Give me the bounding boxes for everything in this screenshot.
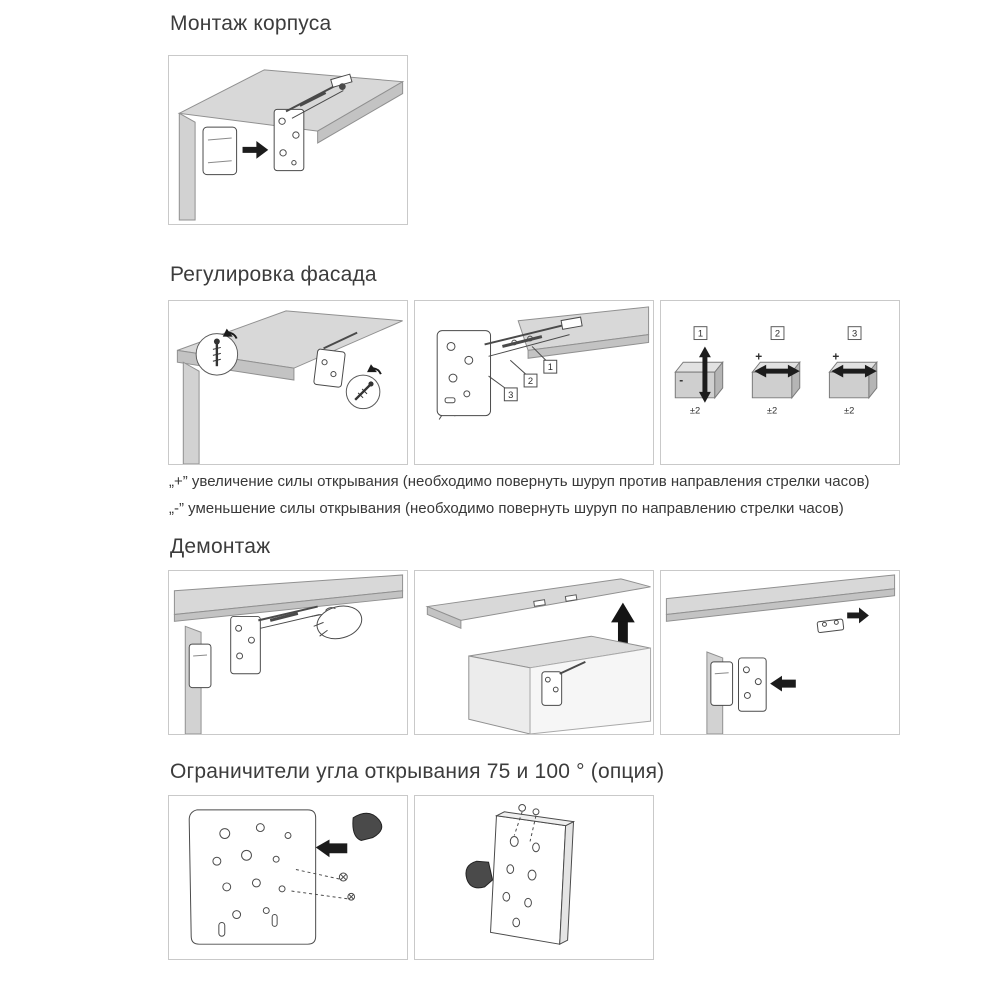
- rotate-arrow-icon: [222, 328, 238, 340]
- callout-2-label: 2: [528, 376, 533, 386]
- callout-1: 1: [531, 346, 558, 374]
- demount-step3-panel: [660, 570, 900, 735]
- left-arrow-icon: [770, 675, 796, 692]
- adjuster-3: 3 + ±2: [828, 326, 878, 416]
- vertical-double-arrow-icon: [698, 346, 711, 403]
- mounting-plate-front: [188, 809, 317, 945]
- adjuster-1-number: 1: [698, 329, 703, 339]
- up-arrow-icon: [611, 602, 635, 648]
- callout-1-label: 1: [548, 362, 553, 372]
- limiter-iso-illustration: [465, 804, 576, 946]
- section-title-mount: Монтаж корпуса: [170, 12, 332, 35]
- limiter-screws: [289, 868, 356, 901]
- top-fitting: [816, 618, 845, 634]
- screw-detail-circle-left: [195, 333, 239, 376]
- cover-cap: [202, 126, 238, 176]
- mount-illustration: [177, 69, 405, 221]
- cover-cap: [710, 661, 734, 706]
- note-increase-force: „+” увеличение силы открывания (необходи…: [169, 473, 870, 490]
- callout-3-label: 3: [508, 390, 513, 400]
- limiter-front-illustration: [188, 809, 383, 945]
- lift-mechanism: [738, 657, 767, 712]
- cabinet-top-panel: [173, 574, 404, 622]
- adjust-notes: „+” увеличение силы открывания (необходи…: [169, 468, 870, 522]
- adjust-step1-panel: [168, 300, 408, 465]
- limiter-step2-panel: [414, 795, 654, 960]
- adjuster-2: 2 + ±2: [751, 326, 801, 416]
- limiter-screws: [513, 804, 540, 842]
- demount-step1-panel: [168, 570, 408, 735]
- adjust-overview-illustration: [176, 310, 403, 464]
- right-arrow-icon: [847, 607, 869, 624]
- adjuster-1: 1 - ±2: [674, 326, 724, 416]
- mount-step-panel: [168, 55, 408, 225]
- demount-step3-illustration: [665, 574, 896, 734]
- lifted-top-panel: [425, 578, 651, 630]
- adjuster-3-sign: +: [832, 349, 839, 363]
- lift-mechanism-small: [541, 660, 586, 706]
- angle-limiter-part: [465, 860, 494, 889]
- demount-step1-illustration: [173, 574, 404, 734]
- cabinet-side-panel: [178, 112, 196, 221]
- lift-mechanism: [230, 605, 320, 675]
- adjuster-3-number: 3: [852, 329, 857, 339]
- mounting-plate-iso: [490, 811, 576, 946]
- horizontal-double-arrow-icon: [831, 364, 877, 378]
- horizontal-double-arrow-icon: [754, 364, 800, 378]
- cabinet-top-panel: [665, 574, 896, 622]
- limiter-step1-panel: [168, 795, 408, 960]
- adjust-step3-panel: 1 - ±2 2 +: [660, 300, 900, 465]
- demount-step2-panel: [414, 570, 654, 735]
- adjust-directions-illustration: 1 - ±2 2 +: [674, 326, 878, 416]
- adjuster-3-tolerance: ±2: [844, 406, 854, 416]
- section-title-demount: Демонтаж: [170, 535, 271, 558]
- hand: [311, 605, 363, 640]
- angle-limiter-part: [352, 812, 383, 841]
- adjust-detail-illustration: 3 2 1: [436, 306, 650, 420]
- rotate-arrow-icon: [367, 364, 382, 375]
- cover-cap: [188, 643, 212, 689]
- callout-2: 2: [509, 359, 538, 388]
- adjuster-2-number: 2: [775, 329, 780, 339]
- cabinet-box: [468, 635, 652, 734]
- right-arrow-icon: [242, 140, 269, 159]
- demount-step2-illustration: [425, 578, 652, 734]
- cabinet-side-panel: [182, 361, 200, 464]
- adjuster-2-tolerance: ±2: [767, 406, 777, 416]
- section-title-limiters: Ограничители угла открывания 75 и 100 ° …: [170, 760, 665, 783]
- adjuster-2-sign: +: [755, 349, 762, 363]
- cabinet-top-panel: [177, 69, 405, 144]
- adjuster-1-tolerance: ±2: [690, 406, 700, 416]
- note-decrease-force: „-” уменьшение силы открывания (необходи…: [169, 500, 844, 517]
- left-arrow-icon: [315, 839, 348, 858]
- section-title-adjust: Регулировка фасада: [170, 263, 377, 286]
- screw-detail-circle-right: [345, 374, 381, 410]
- lift-mechanism: [273, 73, 353, 172]
- lift-mechanism-large: [436, 316, 583, 417]
- callout-3: 3: [488, 375, 518, 402]
- adjuster-1-sign: -: [679, 373, 683, 387]
- lift-mechanism-small: [313, 331, 358, 388]
- adjust-step2-panel: 3 2 1: [414, 300, 654, 465]
- cabinet-top-panel: [517, 306, 650, 359]
